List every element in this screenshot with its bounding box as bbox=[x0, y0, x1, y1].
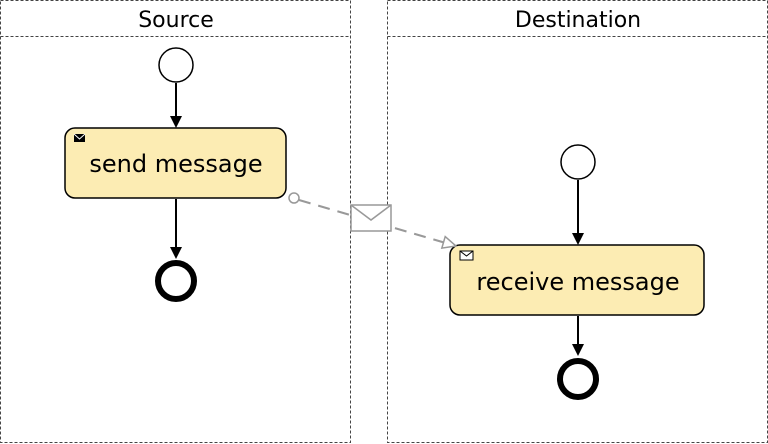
task-send-message[interactable]: send message bbox=[64, 127, 287, 199]
task-receive-message-label: receive message bbox=[476, 268, 679, 296]
source-start-event[interactable] bbox=[158, 47, 194, 83]
message-receive-icon bbox=[459, 250, 474, 261]
source-end-event[interactable] bbox=[155, 260, 197, 302]
message-send-icon bbox=[73, 133, 86, 142]
message-flow-source-circle bbox=[288, 192, 300, 204]
destination-end-event[interactable] bbox=[557, 358, 599, 400]
envelope-icon bbox=[350, 204, 392, 232]
task-send-message-box bbox=[64, 127, 287, 199]
task-receive-message-box bbox=[449, 244, 705, 316]
message-flow[interactable] bbox=[288, 192, 458, 250]
pool-source-title: Source bbox=[138, 8, 214, 33]
task-send-message-label: send message bbox=[89, 150, 262, 178]
task-receive-message[interactable]: receive message bbox=[449, 244, 705, 316]
destination-start-event[interactable] bbox=[560, 144, 596, 180]
pool-destination-title: Destination bbox=[515, 8, 641, 33]
